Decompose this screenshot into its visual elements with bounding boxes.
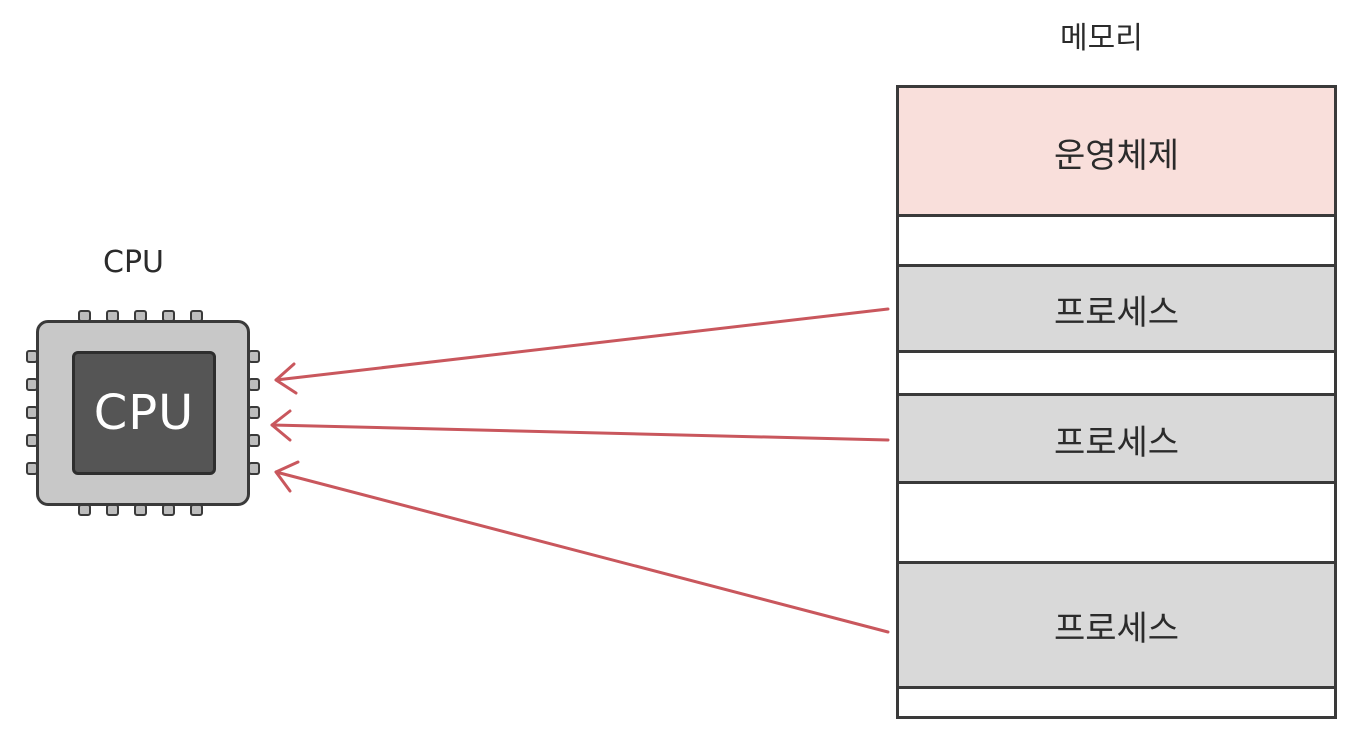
chip-pin [190,504,203,516]
memory-title: 메모리 [1060,21,1143,56]
segment-label: 프로세스 [1053,608,1180,649]
memory-segment-free [899,217,1334,264]
chip-pin [78,504,91,516]
cpu-die: CPU [72,351,216,475]
arrow-process-2 [270,409,890,442]
arrow-process-1 [274,307,890,395]
chip-pin [248,462,260,475]
chip-pin [190,310,203,322]
segment-label: 프로세스 [1053,292,1180,333]
chip-pin [106,504,119,516]
chip-pin [134,310,147,322]
memory-segment-free [899,689,1334,716]
segment-divider [899,393,1334,396]
memory-segment-process: 프로세스 [899,564,1334,686]
segment-divider [899,264,1334,267]
chip-pin [162,504,175,516]
chip-pin [26,378,38,391]
chip-pin [26,406,38,419]
arrow-process-3 [274,460,890,634]
chip-pin [134,504,147,516]
memory-segment-process: 프로세스 [899,396,1334,482]
chip-pin [248,378,260,391]
chip-pin [26,434,38,447]
cpu-title: CPU [103,245,164,280]
segment-label: 프로세스 [1053,422,1180,463]
segment-divider [899,561,1334,564]
chip-pin [248,350,260,363]
memory-segment-free [899,484,1334,562]
segment-divider [899,350,1334,353]
segment-divider [899,481,1334,484]
memory-segment-os: 운영체제 [899,88,1334,216]
memory-block: 운영체제 프로세스 프로세스 프로세스 [896,85,1337,719]
cpu-chip: CPU [36,320,250,506]
chip-pin [106,310,119,322]
chip-pin [26,462,38,475]
chip-pin [248,434,260,447]
chip-pin [248,406,260,419]
memory-segment-process: 프로세스 [899,267,1334,351]
memory-segment-free [899,353,1334,393]
segment-label: 운영체제 [1053,135,1180,176]
chip-pin [78,310,91,322]
cpu-die-label: CPU [93,385,195,441]
chip-pin [26,350,38,363]
segment-divider [899,214,1334,217]
segment-divider [899,686,1334,689]
chip-pin [162,310,175,322]
